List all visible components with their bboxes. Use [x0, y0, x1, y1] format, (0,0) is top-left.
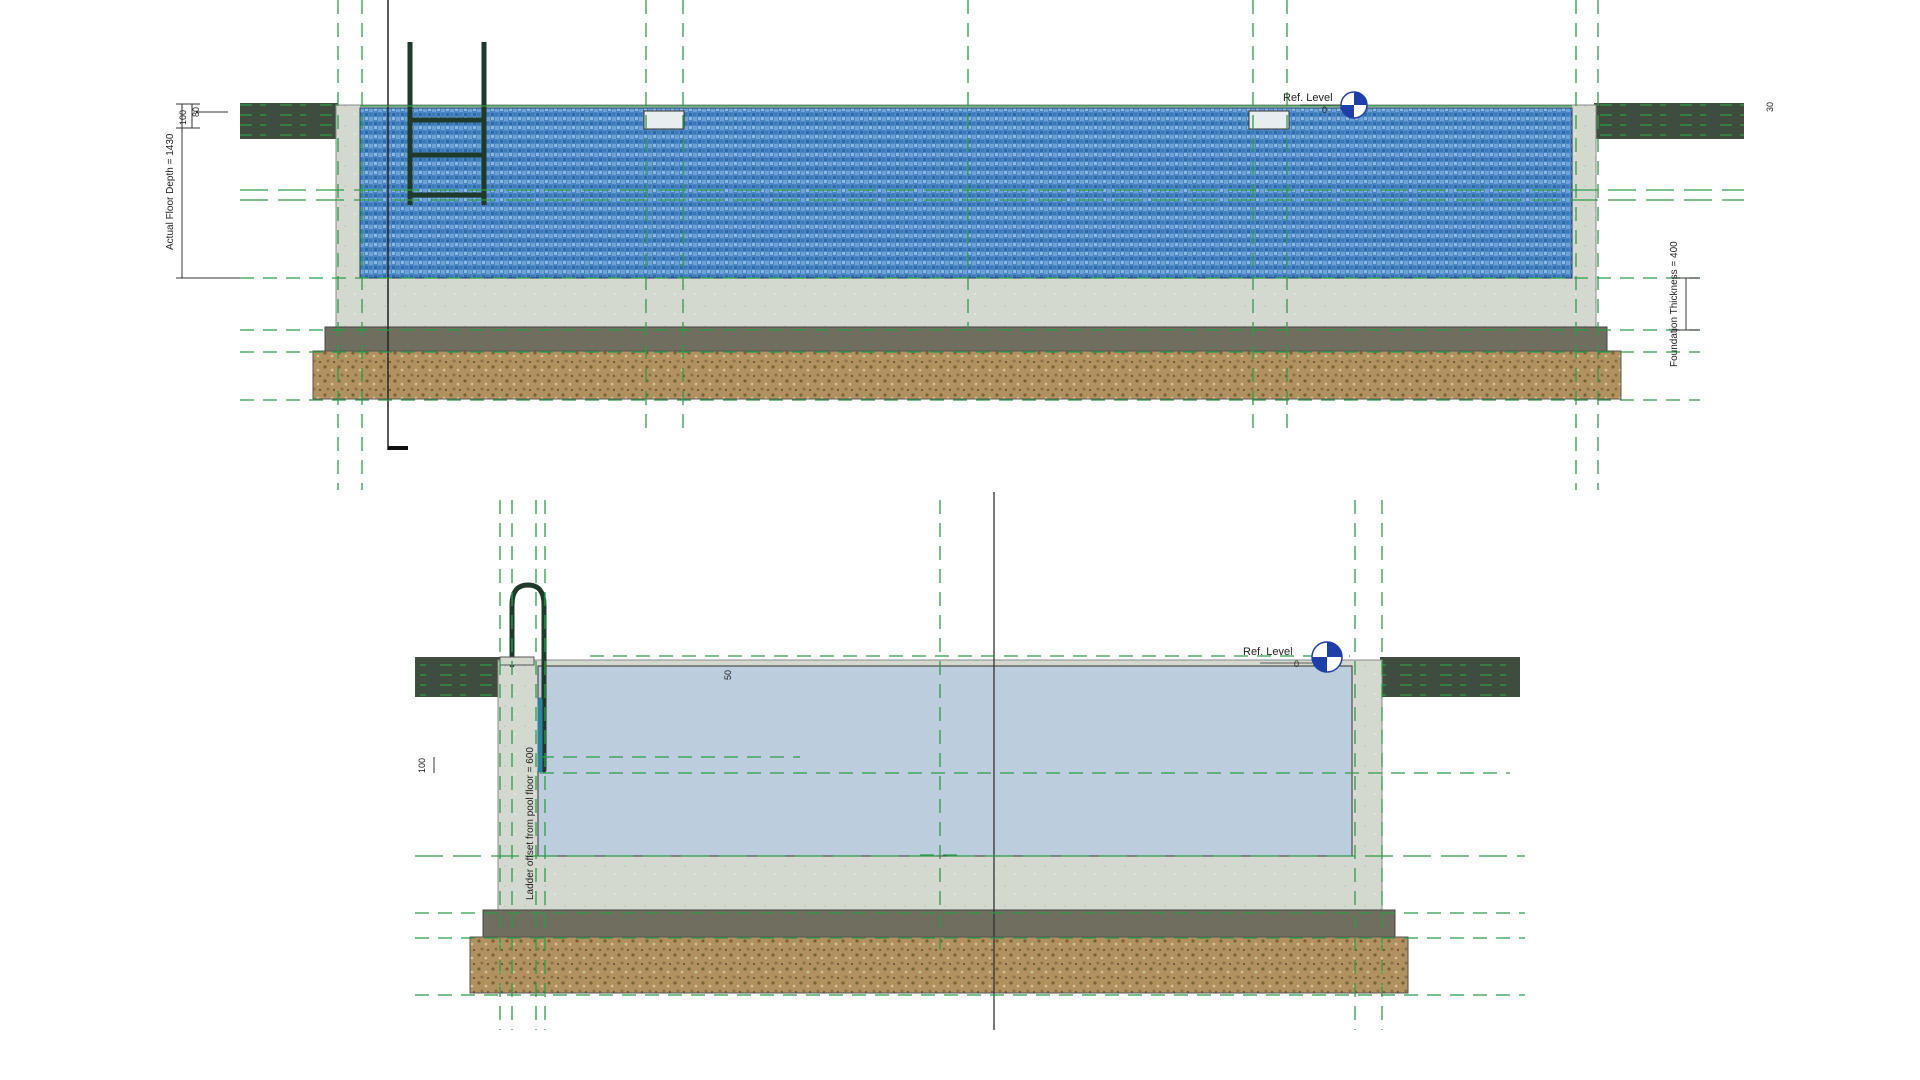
skimmer-right: [1248, 110, 1290, 130]
lower-vertical-grid: [499, 492, 1383, 1030]
ref-level-marker-upper: [1300, 91, 1368, 119]
upper-dim-80: 80: [191, 107, 201, 117]
foundation-slab: [324, 326, 1608, 352]
ref-level-label-upper: Ref. Level: [1283, 92, 1333, 104]
ground-left-lower: [415, 657, 500, 697]
gravel-bed: [312, 350, 1622, 400]
floor-depth-dimension: [176, 103, 240, 279]
ref-level-value-upper: 0: [1322, 105, 1327, 115]
upper-horizontal-grid: [240, 105, 1744, 401]
ladder-lower: [499, 582, 547, 773]
ladder-upper: [407, 42, 487, 205]
upper-section: Actual Floor Depth = 1430 100 80 Foundat…: [165, 0, 1775, 490]
pool-water-lower: [537, 665, 1353, 857]
lower-dim-50: 50: [723, 670, 733, 680]
ref-level-value-lower: 0: [1294, 659, 1299, 669]
lower-horizontal-grid: [415, 655, 1525, 996]
tiled-pool-water: [359, 107, 1573, 279]
ground-right: [1594, 103, 1744, 139]
ladder-offset-label: Ladder offset from pool floor = 600: [525, 747, 536, 900]
lower-section: 100 50 Ladder offset from pool floor = 6…: [415, 492, 1525, 1030]
upper-vertical-grid: [337, 0, 1599, 490]
upper-dim-30: 30: [1765, 102, 1775, 112]
ground-right-lower: [1380, 657, 1520, 697]
foundation-thickness-label: Foundation Thickness = 400: [1669, 241, 1680, 367]
upper-dim-100: 100: [178, 110, 188, 125]
lower-dim-100: 100: [417, 758, 427, 773]
foundation-dimension: [1672, 277, 1700, 331]
gravel-bed-lower: [469, 936, 1409, 994]
ref-level-label-lower: Ref. Level: [1243, 646, 1293, 658]
skimmer-left: [643, 110, 685, 130]
ground-left: [240, 103, 338, 139]
ref-level-marker-lower: [1260, 641, 1343, 673]
floor-depth-label: Actual Floor Depth = 1430: [165, 133, 176, 250]
foundation-slab-lower: [482, 909, 1396, 938]
